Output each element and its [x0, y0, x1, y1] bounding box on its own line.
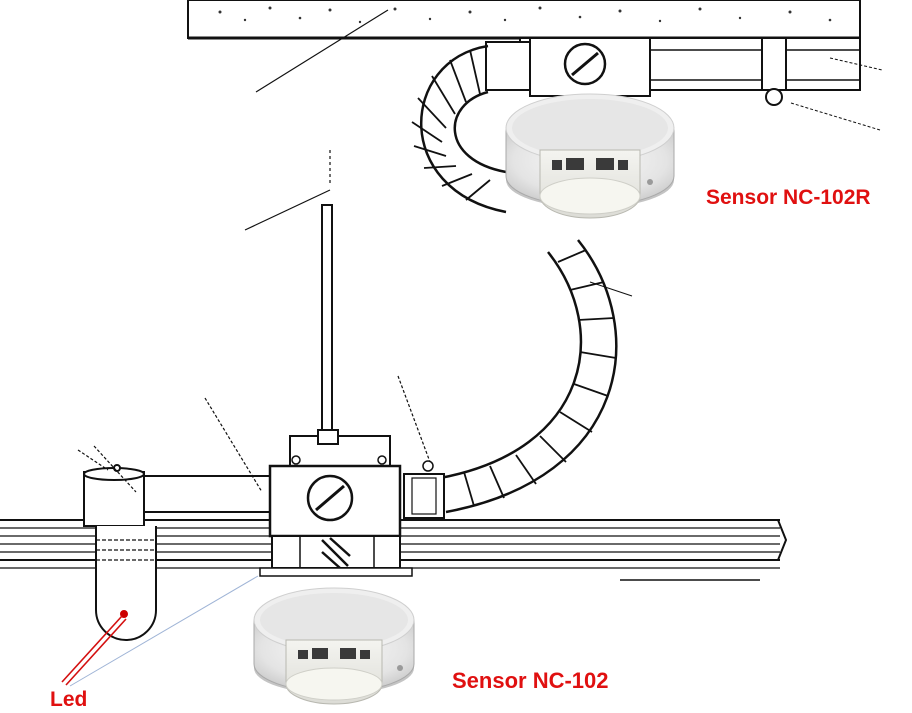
- junction-box-upper: [485, 37, 883, 131]
- leader-lines-upper: [244, 9, 389, 231]
- threaded-rod: [321, 204, 333, 436]
- led-lamp-icon: [95, 526, 157, 641]
- sensor-nc-102r-label: Sensor NC-102R: [706, 186, 871, 209]
- flexible-conduit-upper: [411, 44, 507, 214]
- flexible-conduit-middle: [439, 239, 633, 514]
- junction-box-lower: [259, 375, 445, 577]
- ceiling-slab: [187, 0, 861, 40]
- smoke-detector-icon-lower: [253, 587, 415, 705]
- sensor-nc-102-label: Sensor NC-102: [452, 668, 609, 693]
- smoke-detector-icon: [505, 93, 675, 219]
- led-leader-line: [61, 575, 259, 687]
- led-arm: [77, 397, 273, 527]
- led-label: Led: [50, 688, 88, 711]
